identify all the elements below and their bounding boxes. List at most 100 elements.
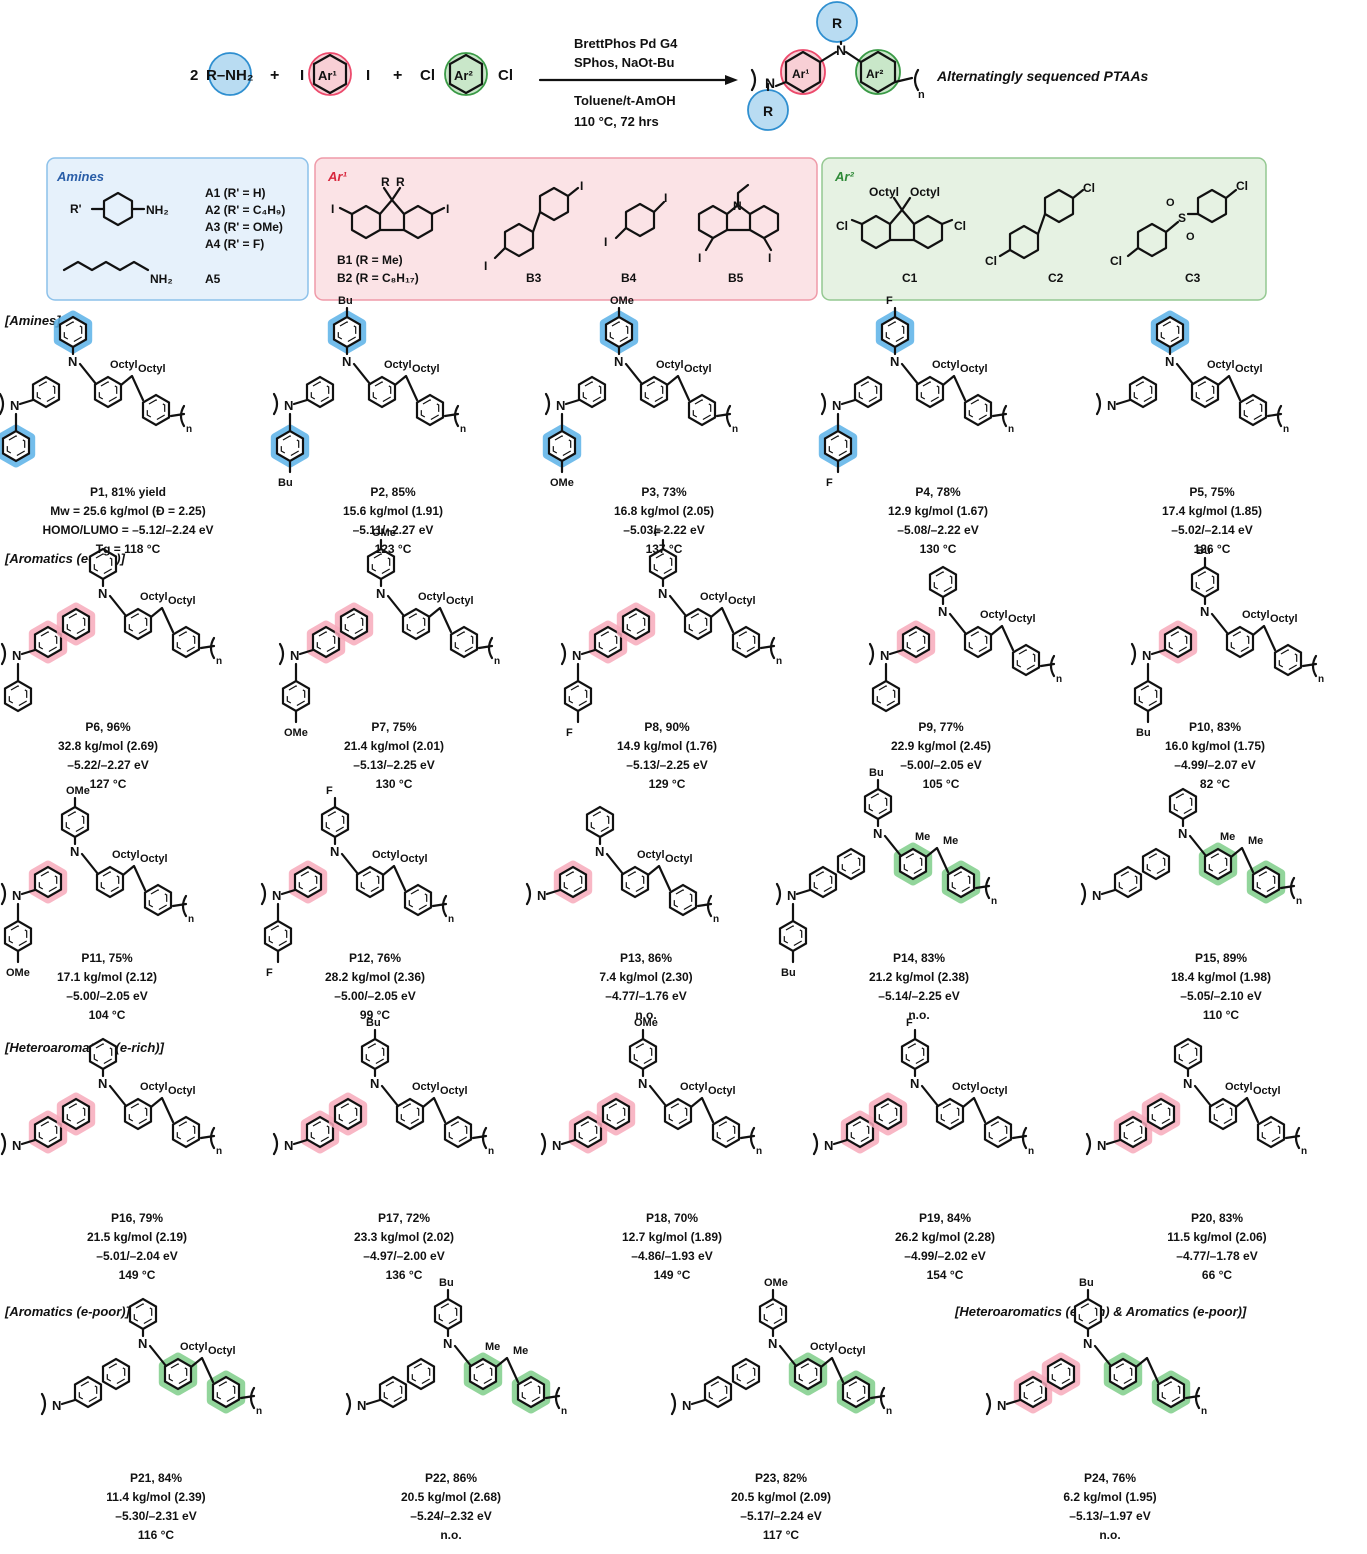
central-nitrogen: N bbox=[768, 1336, 777, 1351]
b3-iodo-left: I bbox=[484, 259, 487, 273]
bridge-left: Octyl bbox=[680, 1081, 708, 1093]
p22-tg: n.o. bbox=[440, 1528, 461, 1542]
b5-n: N bbox=[733, 199, 742, 213]
polymer-labels: P1, 81% yield Mw = 25.6 kg/mol (Đ = 2.25… bbox=[42, 485, 1271, 1542]
ar2-ring-left-inner bbox=[940, 1103, 960, 1125]
left-nitrogen: N bbox=[537, 888, 546, 903]
p1-tg: Tg = 118 °C bbox=[96, 542, 161, 556]
ar2-bonds bbox=[148, 1344, 215, 1384]
ar1-ring-2-inner bbox=[1051, 1363, 1071, 1385]
ar1-ring-1 bbox=[1163, 625, 1193, 659]
right-bracket bbox=[443, 404, 460, 428]
bridge-left: Octyl bbox=[418, 591, 446, 603]
right-bracket bbox=[1279, 876, 1296, 900]
bridge-right: Octyl bbox=[708, 1085, 736, 1097]
left-nitrogen: N bbox=[682, 1398, 691, 1413]
top-pendant-ring-inner bbox=[337, 321, 357, 343]
right-bracket bbox=[1039, 654, 1056, 678]
top-pendant-substituent: OMe bbox=[610, 295, 634, 307]
repeat-n: n bbox=[448, 914, 454, 925]
repeat-n: n bbox=[1056, 674, 1062, 685]
right-bracket bbox=[477, 636, 494, 660]
p8-energy: –5.13/–2.25 eV bbox=[626, 758, 707, 772]
p2-tg: 123 °C bbox=[375, 542, 412, 556]
central-nitrogen: N bbox=[443, 1336, 452, 1351]
n-ar1-bond bbox=[840, 398, 857, 406]
ar1-ring-1-highlight bbox=[288, 860, 328, 904]
b1-label: B1 (R = Me) bbox=[337, 253, 403, 267]
ar2-ring-right bbox=[946, 865, 976, 899]
bridge-right: Octyl bbox=[684, 363, 712, 375]
ar1-ring-1-inner bbox=[36, 381, 56, 403]
top-pendant-substituent: Bu bbox=[869, 767, 884, 779]
p23-tg: 117 °C bbox=[763, 1528, 799, 1542]
left-nitrogen: N bbox=[12, 1138, 21, 1153]
ar2-bonds bbox=[1210, 612, 1277, 652]
ar2-bonds bbox=[1193, 1084, 1260, 1124]
ar1-ring-1 bbox=[558, 865, 588, 899]
ar2-ring-right-inner bbox=[673, 889, 693, 911]
left-pendant-ring-inner bbox=[568, 685, 588, 707]
p19-energy: –4.99/–2.02 eV bbox=[904, 1249, 985, 1263]
left-nitrogen: N bbox=[12, 888, 21, 903]
ar1-ring-2 bbox=[333, 1097, 363, 1131]
p9-energy: –5.00/–2.05 eV bbox=[900, 758, 981, 772]
top-pendant-substituent: OMe bbox=[66, 785, 90, 797]
c1-chloro-left: Cl bbox=[836, 219, 848, 233]
ar1-ring-2-highlight bbox=[1141, 1092, 1181, 1136]
left-nitrogen: N bbox=[880, 648, 889, 663]
top-pendant-ring-inner bbox=[1173, 793, 1193, 815]
ar2-ring-right-inner bbox=[146, 399, 166, 421]
amine-a2: A2 (R' = C₄H₉) bbox=[205, 203, 285, 217]
left-pendant-substituent: OMe bbox=[6, 967, 30, 979]
ar2-ring-right-inner bbox=[692, 399, 712, 421]
bridge-left: Octyl bbox=[980, 609, 1008, 621]
ar1-ring-2-highlight bbox=[334, 602, 374, 646]
ar2-ring-right-inner bbox=[408, 889, 428, 911]
ar1-ring-1-inner bbox=[38, 1121, 58, 1143]
ar2-ring-right-inner bbox=[521, 1381, 541, 1403]
ar2-ring-right bbox=[963, 393, 993, 427]
bridge-right: Octyl bbox=[1253, 1085, 1281, 1097]
reaction-arrowhead bbox=[725, 75, 738, 85]
right-bracket bbox=[171, 894, 188, 918]
left-nitrogen: N bbox=[272, 888, 281, 903]
left-nitrogen: N bbox=[1107, 398, 1116, 413]
left-bracket bbox=[525, 882, 532, 906]
bridge-left: Me bbox=[915, 831, 930, 843]
ar2-ring-left-inner bbox=[1113, 1363, 1133, 1385]
ar2-ring-right bbox=[841, 1375, 871, 1409]
amine-reagent-label: R–NH₂ bbox=[206, 67, 254, 84]
p11-mw: 17.1 kg/mol (2.12) bbox=[57, 970, 157, 984]
ar2-ring-left-inner bbox=[688, 613, 708, 635]
right-bracket bbox=[1301, 654, 1318, 678]
amines-box-title: Amines bbox=[56, 169, 104, 184]
repeat-n: n bbox=[776, 656, 782, 667]
ar2-ring-right bbox=[1238, 393, 1268, 427]
ar1-ring-1-inner bbox=[316, 631, 336, 653]
ar2-ring-right bbox=[211, 1375, 241, 1409]
ar1-ring-2 bbox=[1141, 847, 1171, 881]
c2-label: C2 bbox=[1048, 271, 1064, 285]
left-bracket bbox=[1095, 392, 1102, 416]
left-bracket bbox=[775, 882, 782, 906]
ar1-ring-1 bbox=[703, 1375, 733, 1409]
p10-tg: 82 °C bbox=[1200, 777, 1230, 791]
left-nitrogen: N bbox=[832, 398, 841, 413]
n-ar1-bond bbox=[18, 398, 35, 406]
ar1-ring-1-inner bbox=[708, 1381, 728, 1403]
ar2-ring-right-inner bbox=[951, 871, 971, 893]
ar2-bonds bbox=[386, 594, 453, 634]
ar1-ring-1-inner bbox=[1168, 631, 1188, 653]
right-bracket bbox=[739, 1126, 756, 1150]
top-pendant-substituent: Bu bbox=[1196, 545, 1211, 557]
ar1-ring-1 bbox=[808, 865, 838, 899]
ar2-ring-right bbox=[711, 1115, 741, 1149]
product-brackets bbox=[750, 68, 920, 92]
top-pendant-ring-inner bbox=[868, 793, 888, 815]
left-bracket bbox=[560, 642, 567, 666]
ar1-ring-1-inner bbox=[78, 1381, 98, 1403]
p18-tg: 149 °C bbox=[654, 1268, 691, 1282]
ar1-ring-2-inner bbox=[338, 1103, 358, 1125]
